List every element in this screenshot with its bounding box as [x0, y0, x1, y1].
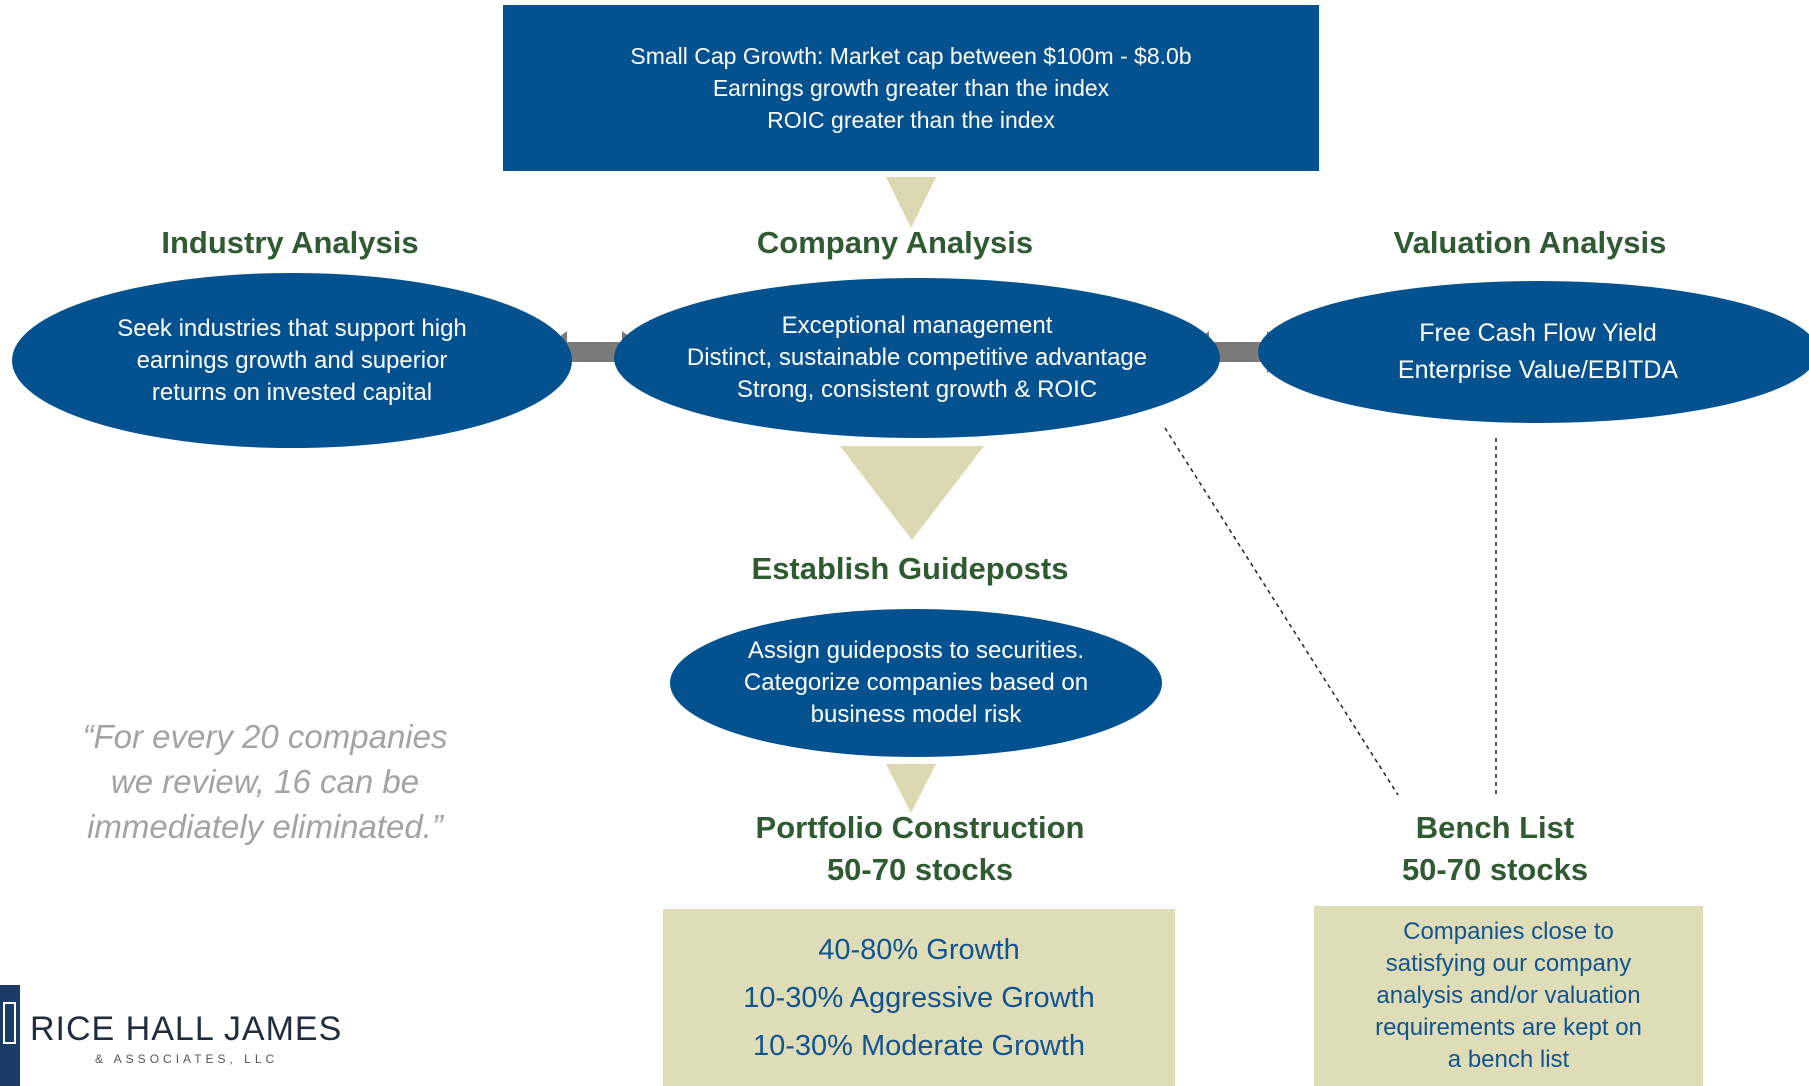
down-triangle-middle [840, 446, 984, 540]
industry-analysis-oval: Seek industries that support high earnin… [12, 273, 572, 448]
company-line: Strong, consistent growth & ROIC [736, 376, 1098, 403]
industry-line: Seek industries that support high [117, 314, 467, 342]
logo-mark-icon [0, 985, 20, 1086]
bench-line: analysis and/or valuation [1376, 982, 1641, 1009]
down-triangle-top [886, 177, 936, 228]
allocation-item: 10-30% Moderate Growth [752, 1029, 1086, 1062]
bench-line: satisfying our company [1385, 950, 1632, 977]
bench-title: Bench List [1415, 810, 1575, 845]
elimination-quote: “For every 20 companies we review, 16 ca… [30, 714, 500, 849]
company-line: Exceptional management [781, 312, 1053, 339]
company-analysis-heading: Company Analysis [756, 225, 1034, 260]
company-line: Distinct, sustainable competitive advant… [686, 344, 1148, 371]
double-arrow-company-valuation [1182, 331, 1294, 373]
quote-line: we review, 16 can be [110, 763, 420, 800]
double-arrow-industry-company [540, 331, 649, 373]
bench-line: Companies close to [1403, 918, 1614, 945]
bench-list-heading: Bench List 50-70 stocks [1345, 807, 1645, 891]
establish-guideposts-heading: Establish Guideposts [751, 551, 1069, 586]
guideposts-line: Assign guideposts to securities. [747, 637, 1085, 664]
industry-analysis-heading: Industry Analysis [161, 225, 419, 260]
quote-line: “For every 20 companies [82, 718, 448, 755]
portfolio-count: 50-70 stocks [826, 852, 1014, 887]
bench-count: 50-70 stocks [1401, 852, 1589, 887]
allocation-item: 40-80% Growth [818, 933, 1020, 966]
portfolio-construction-heading: Portfolio Construction 50-70 stocks [700, 807, 1140, 891]
criteria-box: Small Cap Growth: Market cap between $10… [503, 5, 1319, 171]
logo-subtitle: & ASSOCIATES, LLC [95, 1052, 279, 1066]
guideposts-line: business model risk [810, 701, 1022, 728]
logo-name: RICE HALL JAMES [30, 1010, 343, 1048]
quote-line: immediately eliminated.” [87, 808, 443, 845]
industry-line: returns on invested capital [151, 378, 433, 406]
valuation-line: Free Cash Flow Yield [1419, 319, 1657, 347]
bench-list-box: Companies close to satisfying our compan… [1314, 906, 1703, 1086]
bench-line: a bench list [1447, 1046, 1570, 1073]
criteria-line: Small Cap Growth: Market cap between $10… [630, 43, 1192, 69]
criteria-line: ROIC greater than the index [767, 107, 1055, 133]
bench-line: requirements are kept on [1375, 1014, 1642, 1041]
allocation-item: 10-30% Aggressive Growth [743, 981, 1095, 1014]
down-triangle-bottom [886, 764, 936, 813]
valuation-line: Enterprise Value/EBITDA [1397, 356, 1679, 384]
dashed-line-company-bench [1164, 427, 1399, 796]
guideposts-oval: Assign guideposts to securities. Categor… [670, 609, 1162, 757]
company-analysis-oval: Exceptional management Distinct, sustain… [614, 278, 1220, 438]
portfolio-allocation-box: 40-80% Growth 10-30% Aggressive Growth 1… [663, 909, 1175, 1086]
portfolio-title: Portfolio Construction [755, 810, 1085, 845]
valuation-analysis-oval: Free Cash Flow Yield Enterprise Value/EB… [1258, 281, 1809, 423]
valuation-analysis-heading: Valuation Analysis [1393, 225, 1667, 260]
company-logo: RICE HALL JAMES & ASSOCIATES, LLC [0, 985, 360, 1086]
industry-line: earnings growth and superior [136, 346, 448, 374]
guideposts-line: Categorize companies based on [743, 669, 1089, 696]
criteria-line: Earnings growth greater than the index [712, 75, 1110, 101]
